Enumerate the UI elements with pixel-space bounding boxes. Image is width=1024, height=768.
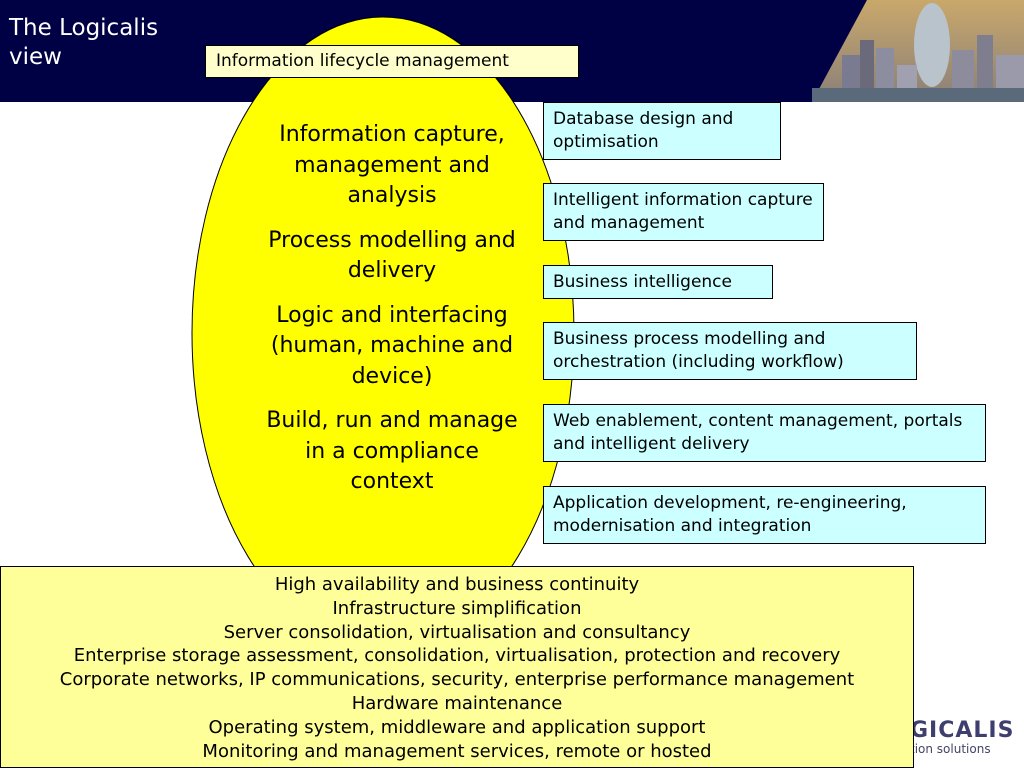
service-box: Intelligent information capture and mana… (543, 183, 824, 241)
infrastructure-box: High availability and business continuit… (0, 566, 914, 768)
infrastructure-item: Infrastructure simplification (332, 597, 582, 619)
ellipse-items: Information capture, management and anal… (262, 120, 522, 512)
ellipse-item: Build, run and manage in a compliance co… (266, 408, 518, 494)
lifecycle-label: Information lifecycle management (205, 45, 579, 78)
service-box: Business process modelling and orchestra… (543, 322, 917, 380)
infrastructure-item: Enterprise storage assessment, consolida… (73, 645, 841, 667)
service-box: Business intelligence (543, 265, 773, 299)
infrastructure-item: Corporate networks, IP communications, s… (59, 669, 855, 691)
ellipse-item: Process modelling and delivery (268, 227, 516, 284)
infrastructure-item: Operating system, middleware and applica… (208, 716, 706, 738)
logicalis-logo: GICALIS (910, 718, 1015, 743)
service-box: Application development, re-engineering,… (543, 486, 986, 544)
ellipse-item: Logic and interfacing (human, machine an… (270, 302, 514, 389)
infrastructure-item: Server consolidation, virtualisation and… (223, 621, 691, 643)
slide-title: The Logicalis view (9, 15, 159, 70)
infrastructure-item: Hardware maintenance (351, 692, 563, 714)
service-box: Web enablement, content management, port… (543, 404, 986, 462)
ellipse-item: Information capture, management and anal… (279, 122, 505, 208)
infrastructure-item: High availability and business continuit… (274, 574, 640, 595)
logo-tagline: tion solutions (910, 742, 991, 756)
city-skyline-image (812, 0, 1024, 102)
infrastructure-item: Monitoring and management services, remo… (202, 740, 712, 762)
service-box: Database design and optimisation (543, 102, 781, 160)
